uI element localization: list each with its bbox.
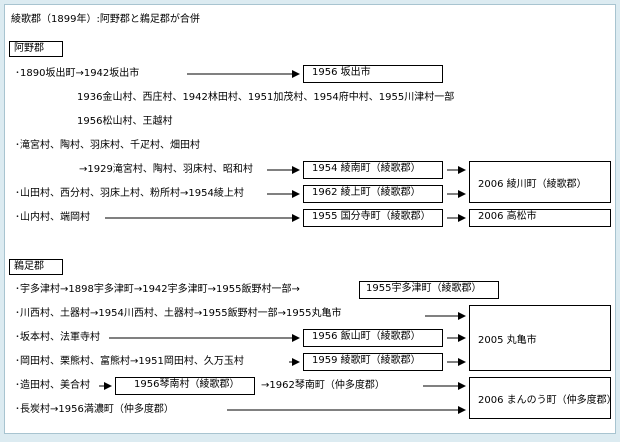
- ano-row-takinomiya: ･滝宮村、陶村、羽床村、千疋村、畑田村: [15, 140, 200, 151]
- uta-district-header: 鵜足郡: [9, 259, 63, 275]
- ano-box-sakaide-city: 1956 坂出市: [303, 65, 443, 83]
- ano-row-1929: →1929滝宮村、陶村、羽床村、昭和村: [79, 164, 253, 175]
- diagram-title: 綾歌郡（1899年）:阿野郡と鵜足郡が合併: [11, 14, 200, 25]
- uta-row-nagasumi: ･長炭村→1956満濃町（仲多度郡）: [15, 404, 174, 415]
- ano-sub-villages-1: 1936金山村、西庄村、1942林田村、1951加茂村、1954府中村、1955…: [77, 92, 455, 103]
- ano-box-kokubunji: 1955 国分寺町（綾歌郡）: [303, 209, 443, 227]
- uta-row-kotonami-town: →1962琴南町（仲多度郡）: [261, 380, 385, 391]
- uta-final-marugame: 2005 丸亀市: [469, 305, 611, 371]
- ano-sub-villages-2: 1956松山村、王越村: [77, 116, 173, 127]
- uta-row-sakamoto: ･坂本村、法軍寺村: [15, 332, 100, 343]
- ano-row-sakaide: ･1890坂出町→1942坂出市: [15, 68, 140, 79]
- ano-final-ayagawa: 2006 綾川町（綾歌郡）: [469, 161, 611, 203]
- ano-box-ayanan: 1954 綾南町（綾歌郡）: [303, 161, 443, 179]
- ano-final-takamatsu: 2006 高松市: [469, 209, 611, 227]
- uta-box-kotonami-village: 1956琴南村（綾歌郡）: [115, 377, 255, 395]
- connector-arrows: [99, 70, 466, 414]
- ano-district-header: 阿野郡: [9, 41, 63, 57]
- uta-row-zouda: ･造田村、美合村: [15, 380, 90, 391]
- uta-row-utazu: ･宇多津村→1898宇多津町→1942宇多津町→1955飯野村一部→: [15, 284, 300, 295]
- uta-final-manno: 2006 まんのう町（仲多度郡）: [469, 377, 617, 419]
- ano-row-yamada: ･山田村、西分村、羽床上村、粉所村→1954綾上村: [15, 188, 244, 199]
- uta-box-utazu: 1955宇多津町（綾歌郡）: [359, 281, 499, 299]
- uta-row-kawanishi: ･川西村、土器村→1954川西村、土器村→1955飯野村一部→1955丸亀市: [15, 308, 342, 319]
- uta-box-ayauta: 1959 綾歌町（綾歌郡）: [303, 353, 443, 371]
- merger-diagram: 綾歌郡（1899年）:阿野郡と鵜足郡が合併 阿野郡 ･1890坂出町→1942坂…: [4, 4, 617, 434]
- uta-box-hanzan: 1956 飯山町（綾歌郡）: [303, 329, 443, 347]
- uta-row-okada: ･岡田村、栗熊村、富熊村→1951岡田村、久万玉村: [15, 356, 244, 367]
- ano-row-yamauchi: ･山内村、端岡村: [15, 212, 90, 223]
- ano-box-ayakami: 1962 綾上町（綾歌郡）: [303, 185, 443, 203]
